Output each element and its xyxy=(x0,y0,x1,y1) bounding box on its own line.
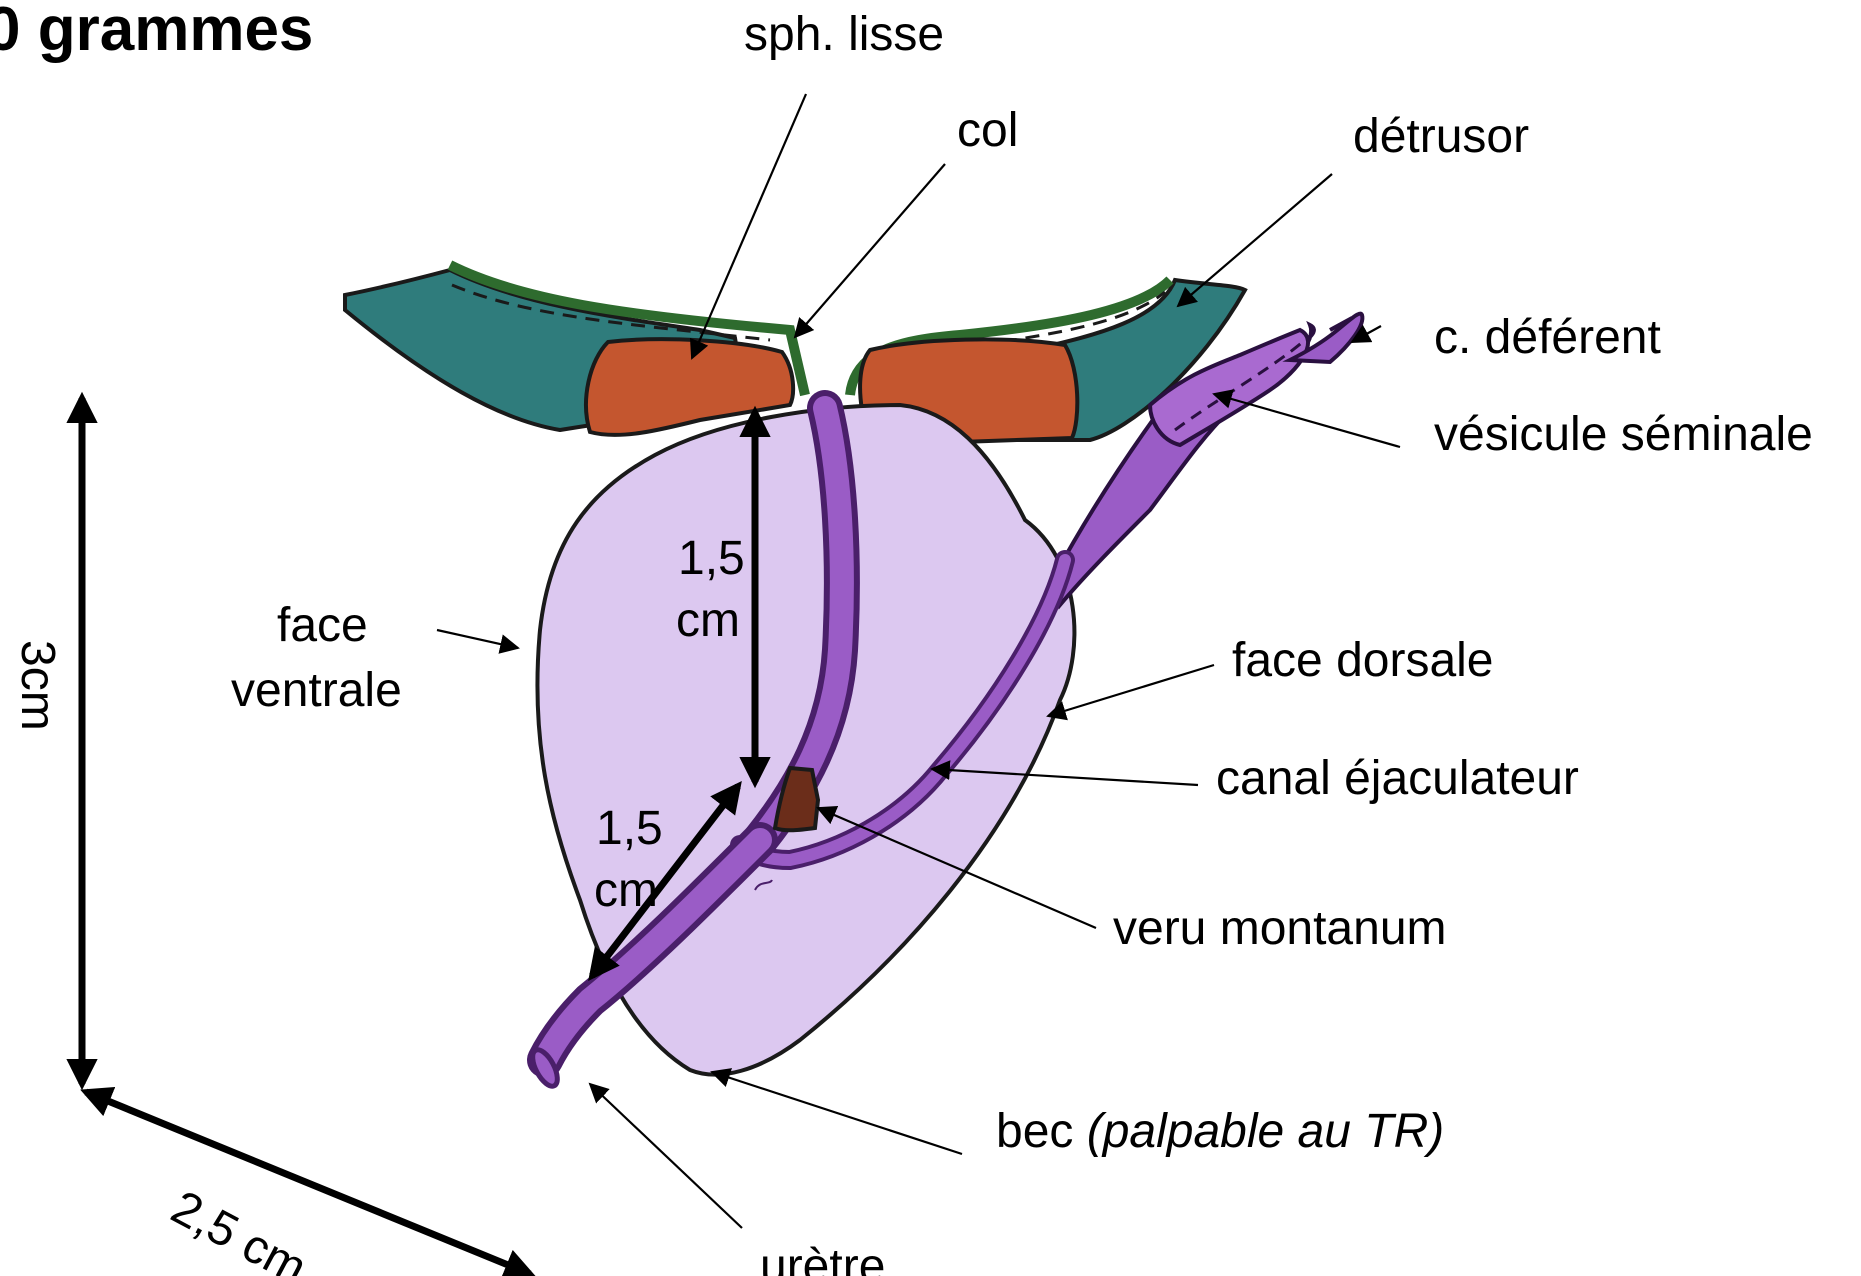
label-c-deferent: c. déférent xyxy=(1434,311,1661,364)
label-face-ventrale-line1: face xyxy=(277,599,368,652)
label-vesicule-seminale: vésicule séminale xyxy=(1434,408,1813,461)
label-bec-note: (palpable au TR) xyxy=(1087,1105,1445,1158)
leader-face-dorsale xyxy=(1048,665,1214,716)
label-bec: bec (palpable au TR) xyxy=(996,1105,1444,1158)
leader-detrusor xyxy=(1178,174,1332,306)
leader-bec xyxy=(712,1072,962,1154)
label-lower-urethra-value: 1,5 xyxy=(596,802,663,855)
label-face-dorsale: face dorsale xyxy=(1232,634,1494,687)
label-canal-ejaculateur: canal éjaculateur xyxy=(1216,752,1579,805)
label-height-dimension: 3cm xyxy=(11,640,64,731)
label-veru-montanum: veru montanum xyxy=(1113,902,1447,955)
label-depth-dimension: 2,5 cm xyxy=(163,1181,315,1276)
leader-vesicule-seminale xyxy=(1214,394,1400,447)
leader-col xyxy=(795,164,945,337)
title: 0 grammes xyxy=(0,0,313,64)
label-sph-lisse: sph. lisse xyxy=(744,8,944,61)
label-upper-urethra-unit: cm xyxy=(676,594,740,647)
leader-face-ventrale xyxy=(437,630,518,648)
leader-uretre xyxy=(590,1084,742,1228)
label-upper-urethra-value: 1,5 xyxy=(678,532,745,585)
leader-sph-lisse xyxy=(692,94,806,358)
label-col: col xyxy=(957,104,1018,157)
label-detrusor: détrusor xyxy=(1353,110,1529,163)
label-lower-urethra-unit: cm xyxy=(594,864,658,917)
label-face-ventrale-line2: ventrale xyxy=(231,664,402,717)
label-uretre: urètre xyxy=(760,1240,885,1276)
